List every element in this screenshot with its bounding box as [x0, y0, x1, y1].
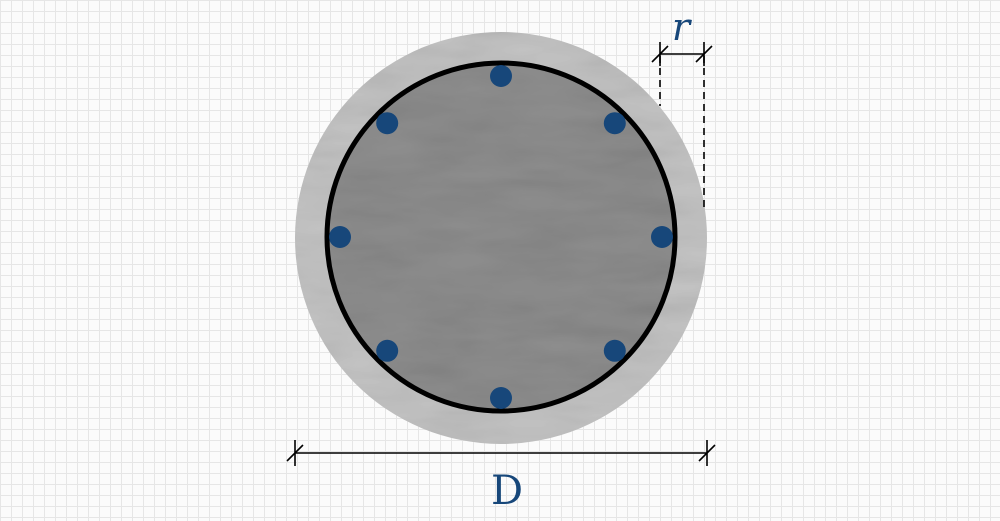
diameter-label: D	[491, 468, 523, 514]
diameter-dimension	[286, 440, 716, 466]
rebar	[376, 112, 399, 135]
rebar	[603, 339, 626, 362]
rebar	[329, 226, 351, 248]
rebar	[490, 387, 512, 409]
concrete-core	[327, 63, 675, 411]
rebar-group	[329, 65, 673, 409]
rebar	[603, 112, 626, 135]
rebar	[490, 65, 512, 87]
rebar	[376, 339, 399, 362]
cover-dimension	[651, 42, 713, 210]
cover-label: r	[672, 5, 693, 49]
rebar	[651, 226, 673, 248]
hoop-reinforcement	[324, 60, 678, 414]
